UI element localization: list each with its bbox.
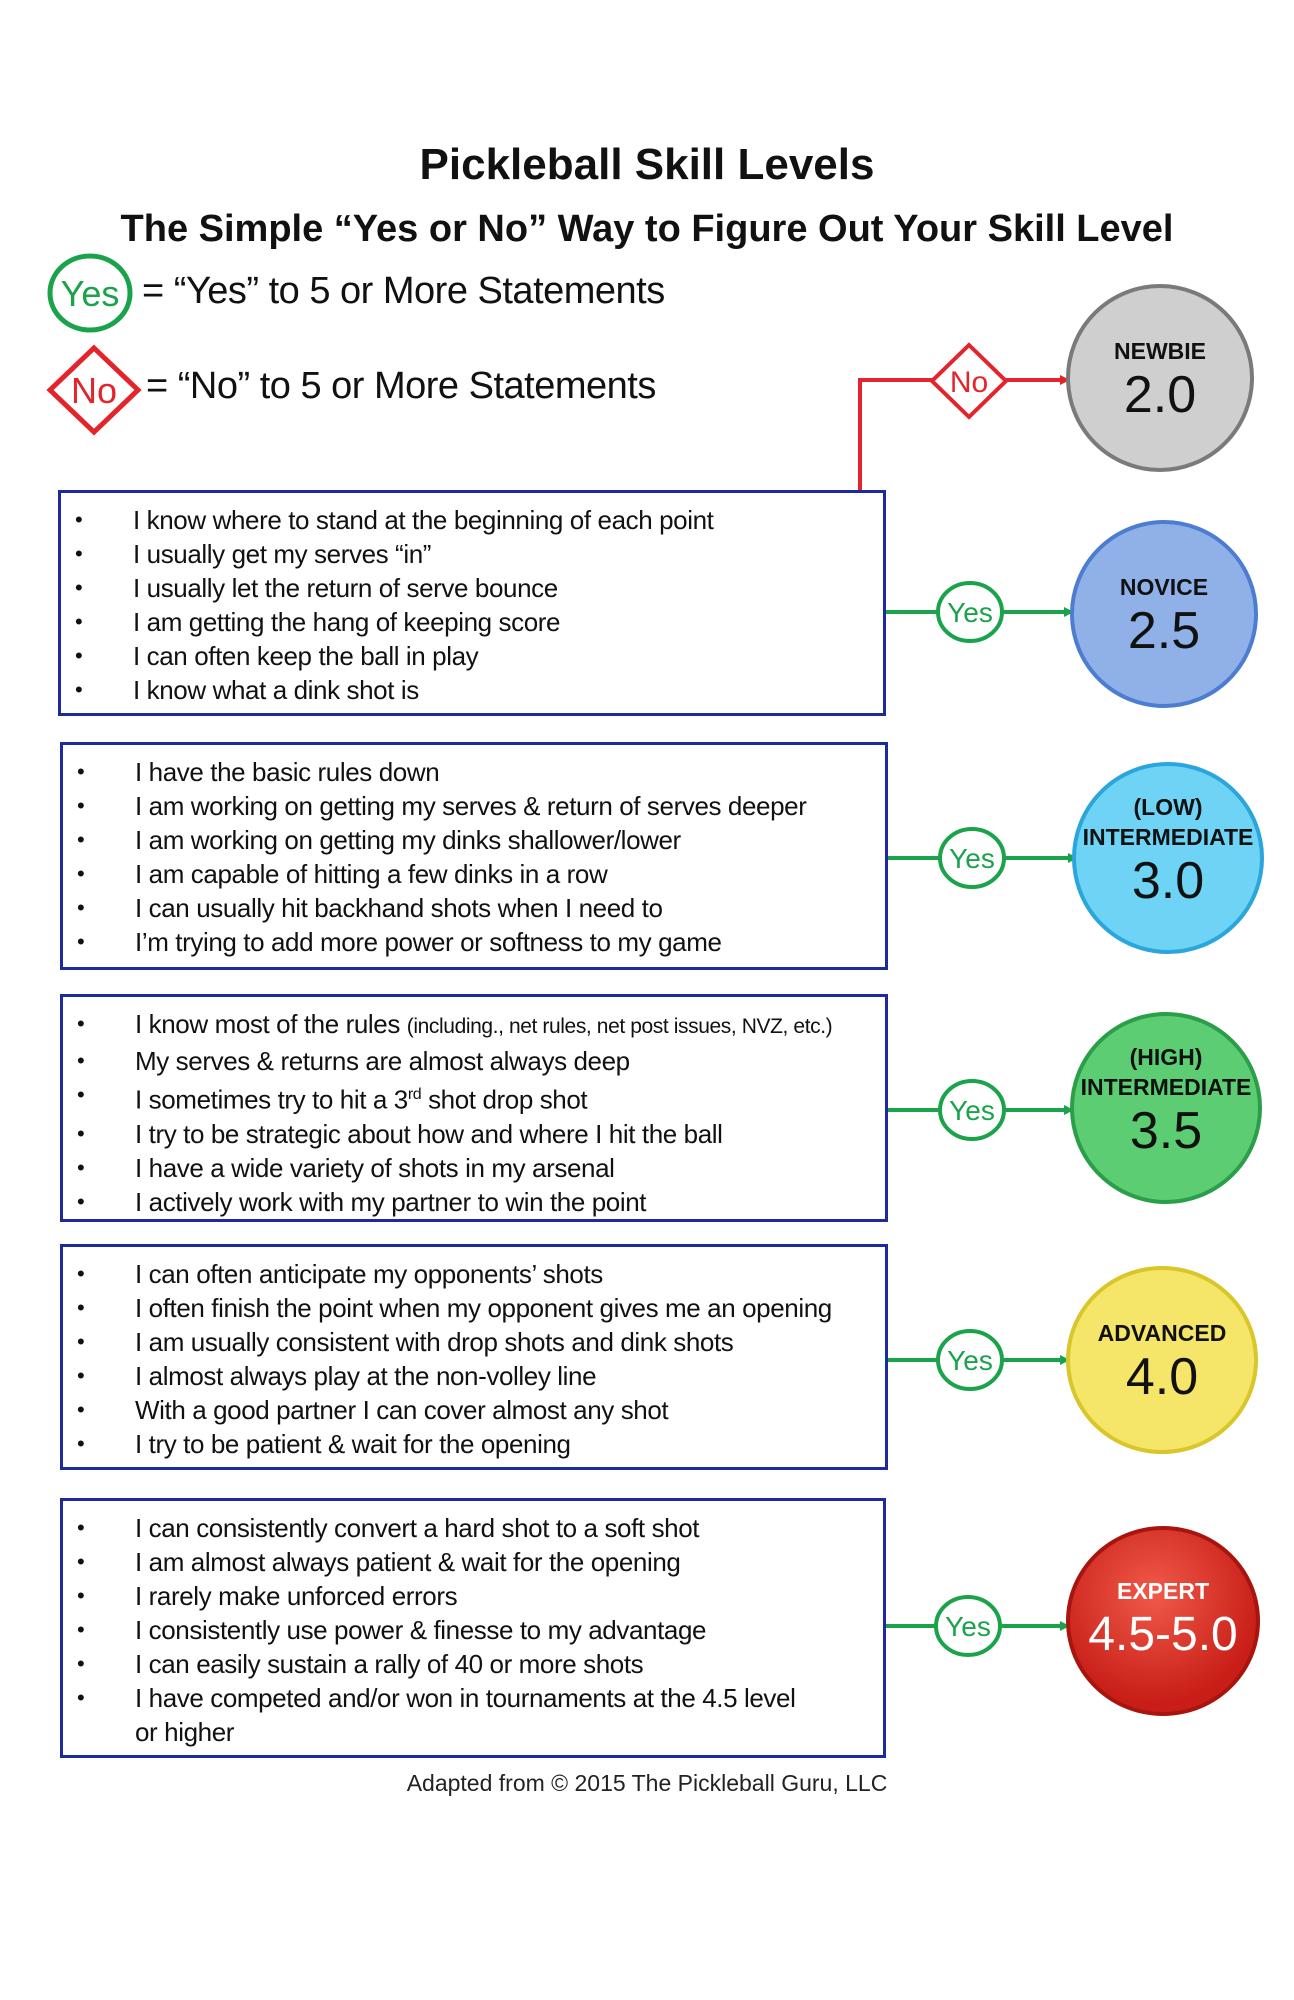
level-label: INTERMEDIATE: [1082, 824, 1254, 850]
page-title: Pickleball Skill Levels: [419, 140, 875, 189]
statement: I have a wide variety of shots in my ars…: [63, 1151, 885, 1185]
level-label: ADVANCED: [1097, 1320, 1227, 1346]
statement: I consistently use power & finesse to my…: [63, 1613, 883, 1647]
statement: I am almost always patient & wait for th…: [63, 1545, 883, 1579]
statement: I’m trying to add more power or softness…: [63, 925, 885, 959]
level-label: INTERMEDIATE: [1080, 1074, 1252, 1100]
level-value: 3.5: [1129, 1102, 1203, 1160]
statement: I am getting the hang of keeping score: [61, 605, 883, 639]
level-value: 2.0: [1123, 366, 1197, 424]
no-badge-newbie: No: [929, 342, 1009, 420]
statement: I try to be patient & wait for the openi…: [63, 1427, 885, 1461]
statement: I can often anticipate my opponents’ sho…: [63, 1257, 885, 1291]
yes-badge-expert: Yes: [934, 1595, 1002, 1657]
credit-line: Adapted from © 2015 The Pickleball Guru,…: [406, 1770, 888, 1796]
level-circle-newbie: NEWBIE 2.0: [1066, 284, 1254, 472]
statement: I actively work with my partner to win t…: [63, 1185, 885, 1219]
statement: My serves & returns are almost always de…: [63, 1044, 885, 1078]
no-connector-line: [858, 378, 934, 490]
statement: I often finish the point when my opponen…: [63, 1291, 885, 1325]
level-label: NOVICE: [1119, 574, 1209, 600]
statement: I can easily sustain a rally of 40 or mo…: [63, 1647, 883, 1681]
level-value: 2.5: [1127, 602, 1201, 660]
no-badge-legend: No: [46, 344, 142, 436]
no-badge-text: No: [71, 370, 117, 411]
statement: With a good partner I can cover almost a…: [63, 1393, 885, 1427]
statement-box-low-intermediate: I have the basic rules down I am working…: [60, 742, 888, 970]
statement-box-advanced: I can often anticipate my opponents’ sho…: [60, 1244, 888, 1470]
yes-badge-low-intermediate: Yes: [938, 827, 1006, 889]
statement: I can often keep the ball in play: [61, 639, 883, 673]
svg-text:Yes: Yes: [949, 1095, 995, 1126]
level-label: NEWBIE: [1114, 338, 1206, 364]
statement: I almost always play at the non-volley l…: [63, 1359, 885, 1393]
statement: I am usually consistent with drop shots …: [63, 1325, 885, 1359]
yes-badge-novice: Yes: [936, 581, 1004, 643]
level-label: EXPERT: [1116, 1578, 1210, 1604]
rules-note: (including., net rules, net post issues,…: [406, 1015, 833, 1038]
yes-badge-high-intermediate: Yes: [938, 1079, 1006, 1141]
level-value: 4.5-5.0: [1088, 1608, 1238, 1661]
svg-text:Yes: Yes: [947, 1345, 993, 1376]
yes-badge-text: Yes: [61, 273, 120, 314]
statement: I have the basic rules down: [63, 755, 885, 789]
statement: I have competed and/or won in tournament…: [63, 1681, 883, 1749]
statement-box-high-intermediate: I know most of the rules (including., ne…: [60, 994, 888, 1222]
level-circle-novice: NOVICE 2.5: [1070, 520, 1258, 708]
statement: I rarely make unforced errors: [63, 1579, 883, 1613]
statement-box-novice: I know where to stand at the beginning o…: [58, 490, 886, 716]
statement: I am capable of hitting a few dinks in a…: [63, 857, 885, 891]
statement-box-expert: I can consistently convert a hard shot t…: [60, 1498, 886, 1758]
statement: I am working on getting my dinks shallow…: [63, 823, 885, 857]
statement: I can consistently convert a hard shot t…: [63, 1511, 883, 1545]
no-legend-text: = “No” to 5 or More Statements: [146, 365, 656, 407]
level-circle-high-intermediate: (HIGH) INTERMEDIATE 3.5: [1070, 1012, 1262, 1204]
statement: I try to be strategic about how and wher…: [63, 1117, 885, 1151]
statement: I can usually hit backhand shots when I …: [63, 891, 885, 925]
svg-text:Yes: Yes: [949, 843, 995, 874]
statement: I know where to stand at the beginning o…: [61, 503, 883, 537]
level-value: 4.0: [1125, 1348, 1199, 1406]
yes-badge-advanced: Yes: [936, 1329, 1004, 1391]
level-circle-advanced: ADVANCED 4.0: [1066, 1266, 1258, 1454]
statement: I am working on getting my serves & retu…: [63, 789, 885, 823]
svg-text:No: No: [950, 366, 988, 399]
statement: I usually let the return of serve bounce: [61, 571, 883, 605]
statement: I usually get my serves “in”: [61, 537, 883, 571]
svg-text:Yes: Yes: [947, 597, 993, 628]
level-value: 3.0: [1131, 852, 1205, 910]
svg-text:Yes: Yes: [945, 1611, 991, 1642]
statement: I know what a dink shot is: [61, 673, 883, 707]
level-label-qualifier: (LOW): [1133, 794, 1203, 820]
yes-badge-legend: Yes: [47, 253, 133, 333]
level-circle-expert: EXPERT 4.5-5.0: [1066, 1526, 1260, 1716]
statement: I sometimes try to hit a 3rd shot drop s…: [63, 1078, 885, 1117]
level-circle-low-intermediate: (LOW) INTERMEDIATE 3.0: [1072, 762, 1264, 954]
yes-legend-text: = “Yes” to 5 or More Statements: [142, 270, 665, 312]
statement: I know most of the rules (including., ne…: [63, 1007, 885, 1044]
page-subtitle: The Simple “Yes or No” Way to Figure Out…: [120, 208, 1174, 250]
level-label-qualifier: (HIGH): [1129, 1044, 1203, 1070]
